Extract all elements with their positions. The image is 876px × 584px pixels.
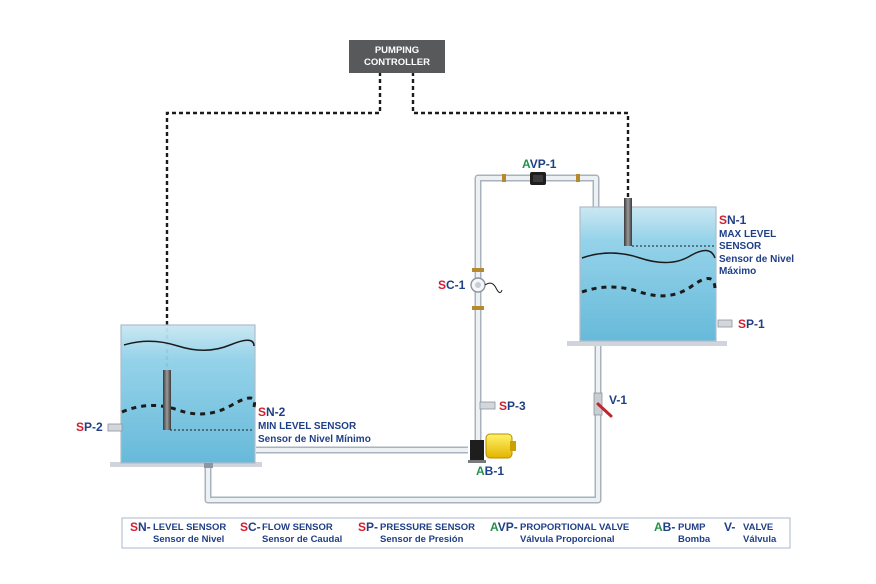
pumping-controller: PUMPING CONTROLLER: [349, 40, 445, 73]
svg-text:PROPORTIONAL VALVE: PROPORTIONAL VALVE: [520, 522, 629, 533]
tag-sn1: SN-1 MAX LEVEL SENSOR Sensor de Nivel Má…: [719, 213, 794, 277]
controller-label-line2: CONTROLLER: [364, 57, 430, 68]
legend-item-pressure-sensor: SP- PRESSURE SENSOR Sensor de Presión: [358, 520, 475, 545]
tank-upper: [567, 198, 733, 346]
svg-text:SN-2: SN-2: [258, 405, 286, 419]
tag-v1: V-1: [609, 393, 627, 407]
pressure-sensor-sp2: [107, 423, 123, 432]
svg-text:AB-: AB-: [654, 520, 675, 534]
tag-avp1: AVP-1: [522, 157, 557, 171]
svg-text:SN-1: SN-1: [719, 213, 747, 227]
svg-text:Bomba: Bomba: [678, 534, 711, 545]
tag-ab1: AB-1: [476, 464, 504, 478]
legend-item-flow-sensor: SC- FLOW SENSOR Sensor de Caudal: [240, 520, 342, 545]
svg-text:SP-: SP-: [358, 520, 378, 534]
pressure-sensor-sp3: [479, 401, 496, 410]
svg-text:Sensor de Caudal: Sensor de Caudal: [262, 534, 342, 545]
svg-text:MIN LEVEL SENSOR: MIN LEVEL SENSOR: [258, 421, 357, 432]
piping: [204, 174, 602, 504]
svg-text:LEVEL SENSOR: LEVEL SENSOR: [153, 522, 226, 533]
svg-text:VALVE: VALVE: [743, 522, 773, 533]
legend: SN- LEVEL SENSOR Sensor de Nivel SC- FLO…: [121, 517, 791, 549]
tank-lower: [107, 324, 262, 468]
svg-text:SC-: SC-: [240, 520, 261, 534]
svg-text:AVP-: AVP-: [490, 520, 518, 534]
svg-text:V-: V-: [724, 520, 735, 534]
flow-sensor-sc1: [470, 277, 503, 294]
svg-text:Sensor de Presión: Sensor de Presión: [380, 534, 464, 545]
svg-text:Máximo: Máximo: [719, 266, 756, 277]
svg-text:PUMP: PUMP: [678, 522, 706, 533]
controller-label-line1: PUMPING: [375, 45, 419, 56]
control-wiring: [165, 72, 630, 370]
svg-text:SENSOR: SENSOR: [719, 241, 762, 252]
svg-text:Válvula Proporcional: Válvula Proporcional: [520, 534, 615, 545]
svg-text:MAX LEVEL: MAX LEVEL: [719, 229, 776, 240]
tag-sp3: SP-3: [499, 399, 526, 413]
svg-text:SN-: SN-: [130, 520, 151, 534]
svg-text:PRESSURE SENSOR: PRESSURE SENSOR: [380, 522, 475, 533]
pump-ab1: [468, 433, 516, 463]
pressure-sensor-sp1: [717, 319, 733, 328]
valve-v1: [593, 392, 613, 418]
tag-sc1: SC-1: [438, 278, 466, 292]
legend-item-valve: V- VALVE Válvula: [724, 520, 777, 545]
discharge-pipe: [474, 174, 600, 440]
level-probe-sn2: [163, 370, 171, 430]
legend-item-pump: AB- PUMP Bomba: [654, 520, 711, 545]
svg-text:Válvula: Válvula: [743, 534, 777, 545]
svg-text:FLOW SENSOR: FLOW SENSOR: [262, 522, 333, 533]
level-probe-sn1: [624, 198, 632, 246]
legend-item-proportional-valve: AVP- PROPORTIONAL VALVE Válvula Proporci…: [490, 520, 629, 545]
tag-sn2: SN-2 MIN LEVEL SENSOR Sensor de Nivel Mí…: [258, 405, 371, 445]
svg-text:Sensor de Nivel: Sensor de Nivel: [719, 254, 794, 265]
tag-sp1: SP-1: [738, 317, 765, 331]
svg-text:Sensor de Nivel Mínimo: Sensor de Nivel Mínimo: [258, 434, 371, 445]
proportional-valve-avp1: [530, 172, 546, 185]
svg-text:Sensor de Nivel: Sensor de Nivel: [153, 534, 224, 545]
legend-item-level-sensor: SN- LEVEL SENSOR Sensor de Nivel: [130, 520, 226, 545]
tag-sp2: SP-2: [76, 420, 103, 434]
